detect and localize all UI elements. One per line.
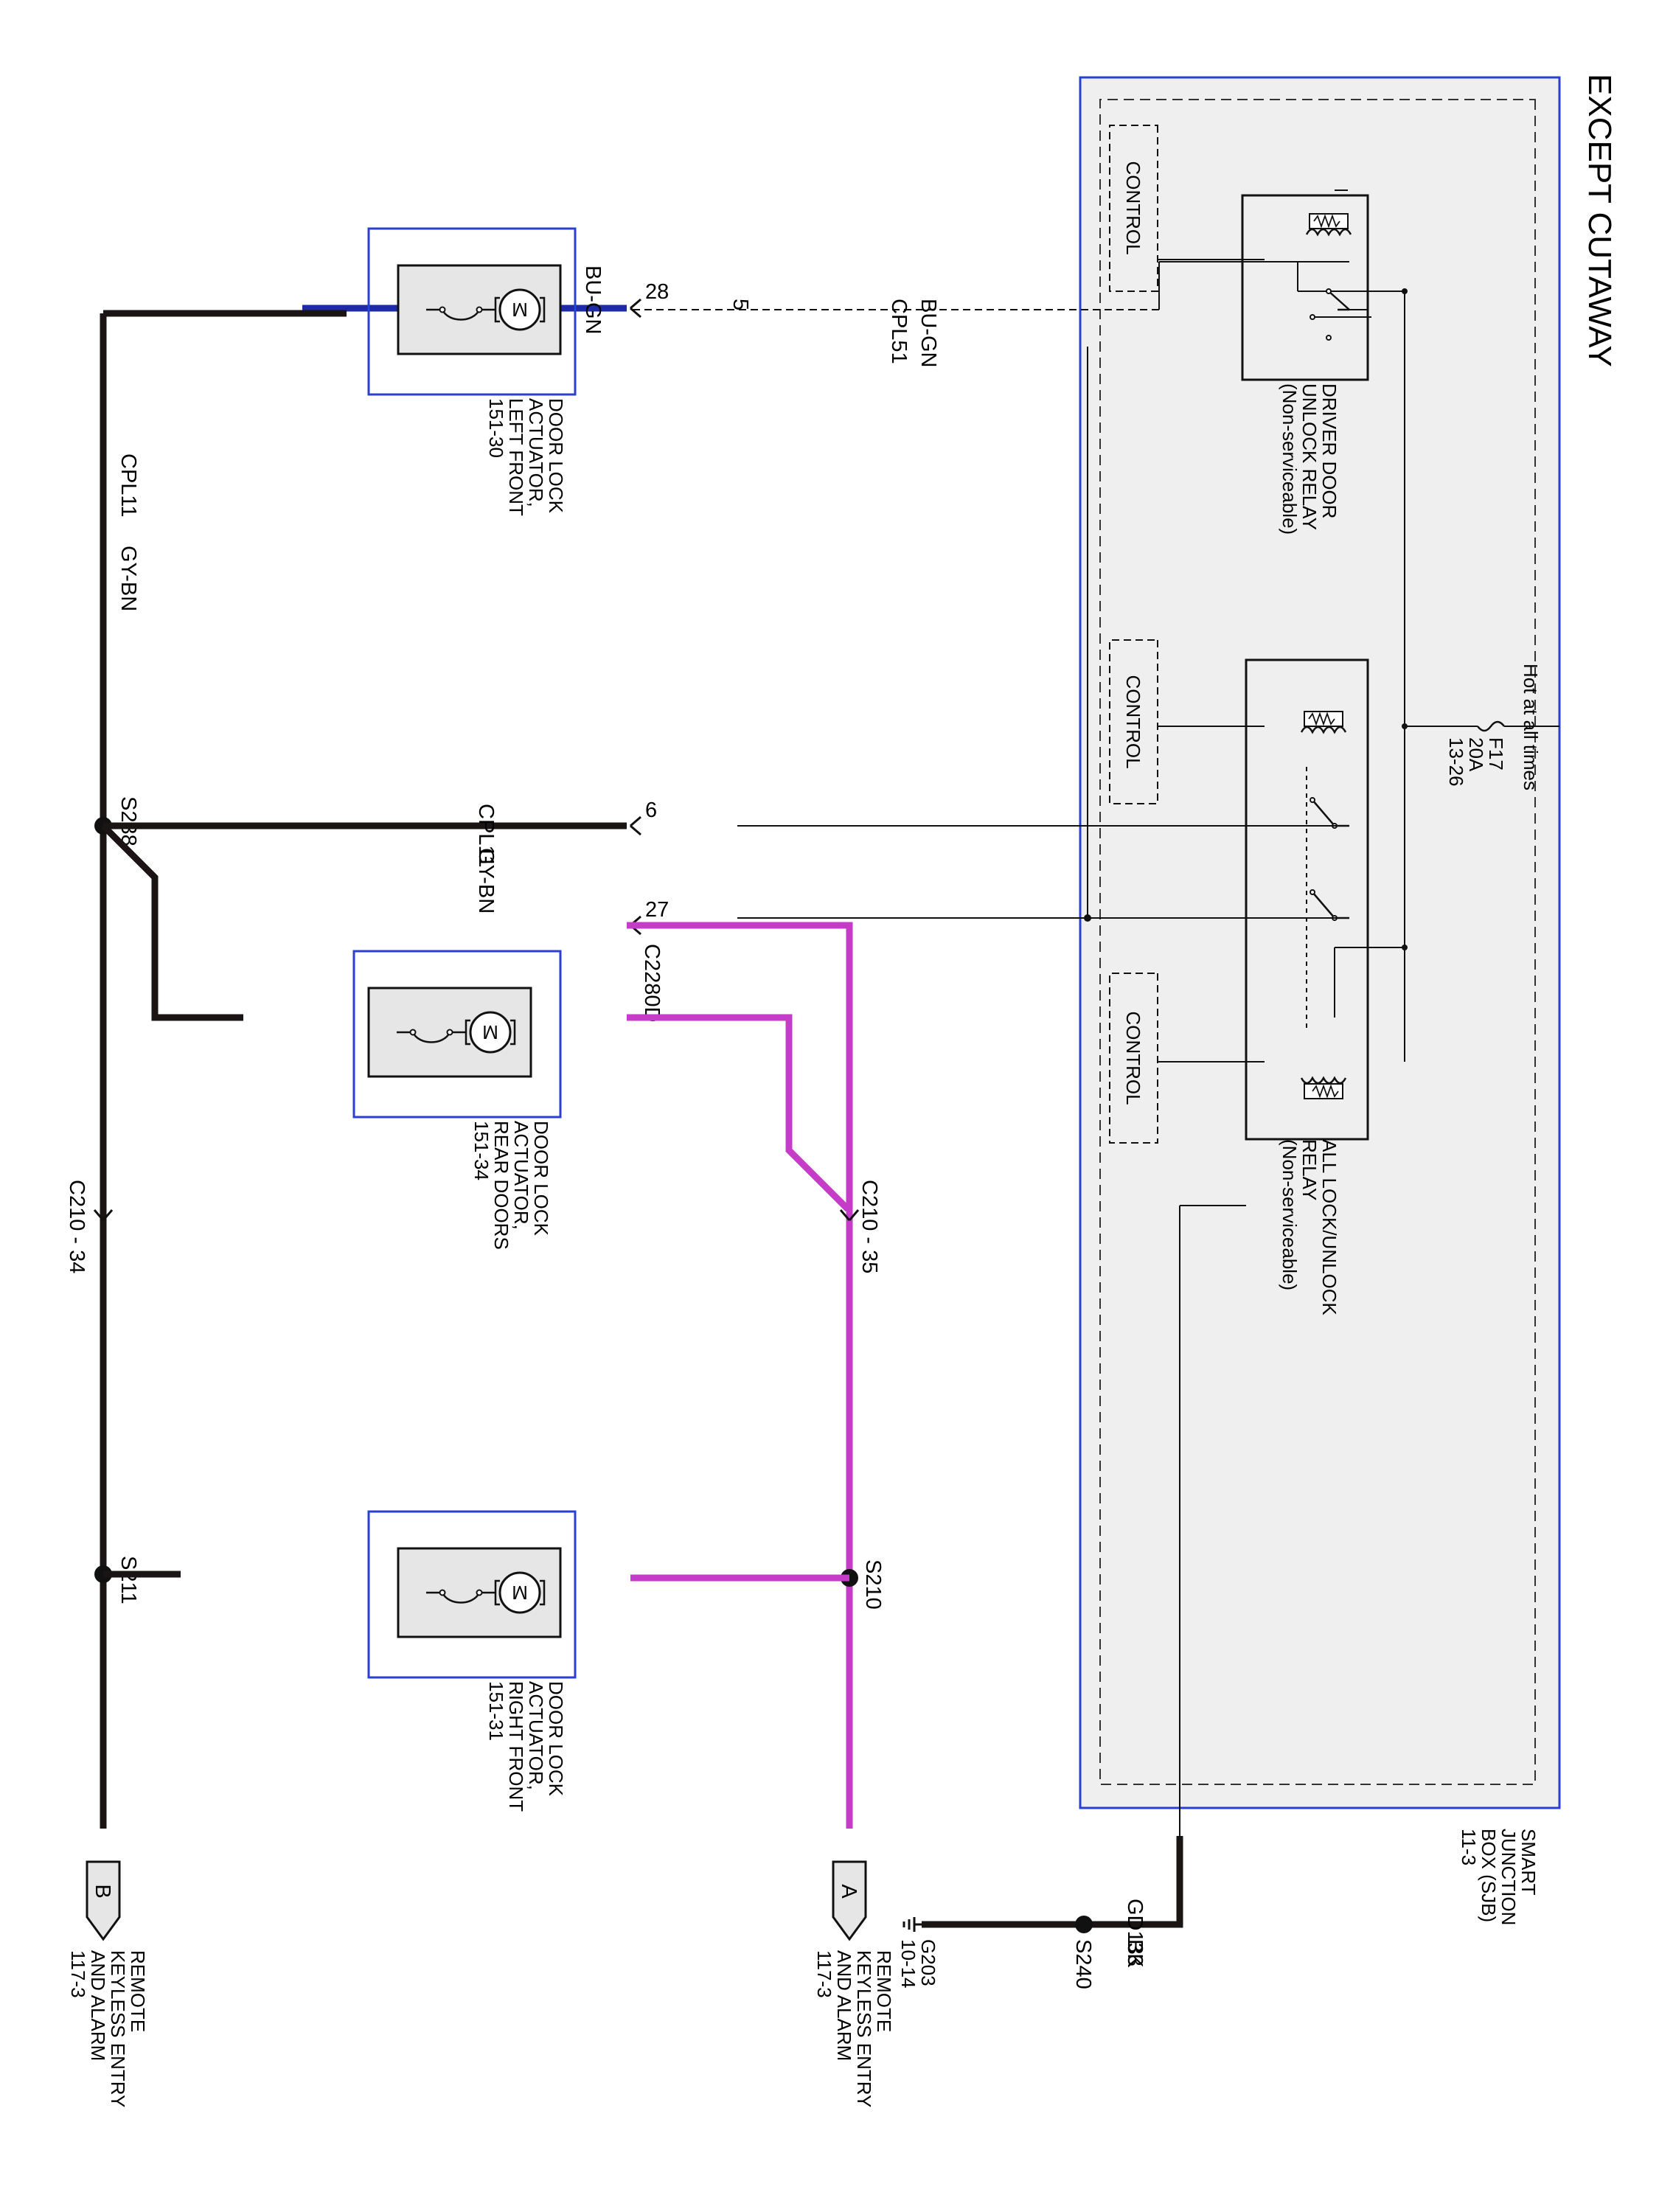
svg-text:KEYLESS ENTRY: KEYLESS ENTRY xyxy=(107,1950,129,2107)
svg-text:A: A xyxy=(837,1884,860,1899)
sjb-label: SMART JUNCTION BOX (SJB) 11-3 xyxy=(1458,1829,1540,1925)
actuator-rear-frame xyxy=(352,950,562,1119)
fuse-f17-label: F17 20A 13-26 xyxy=(1445,737,1507,787)
svg-text:28: 28 xyxy=(645,280,669,304)
svg-text:LEFT FRONT: LEFT FRONT xyxy=(505,398,527,516)
svg-text:F17: F17 xyxy=(1485,737,1507,771)
wire-label-cpl11-bus: CPL11 xyxy=(116,453,140,518)
actuator-rf-label: DOOR LOCK ACTUATOR, RIGHT FRONT 151-31 xyxy=(485,1681,567,1812)
svg-text:REAR DOORS: REAR DOORS xyxy=(490,1121,512,1250)
svg-text:ALL LOCK/UNLOCK: ALL LOCK/UNLOCK xyxy=(1318,1139,1340,1316)
actuator-rf-frame xyxy=(367,1510,577,1679)
wire-labels-top-row: CPL51 BU-GN xyxy=(887,299,940,367)
svg-text:RIGHT FRONT: RIGHT FRONT xyxy=(505,1681,527,1812)
driver-relay-label: DRIVER DOOR UNLOCK RELAY (Non-serviceabl… xyxy=(1279,383,1340,535)
control-label-2: CONTROL xyxy=(1122,675,1144,768)
motor-lf-icon xyxy=(397,264,562,355)
splice-s238-label: S238 xyxy=(116,796,140,846)
wire-cpl11-rear-branch xyxy=(100,823,177,1021)
svg-text:11-3: 11-3 xyxy=(1458,1829,1480,1865)
pin-27: 27 C2280D xyxy=(630,898,669,1022)
pin-6: 6 xyxy=(630,799,657,836)
wire-color-bk-a: BK xyxy=(1123,1939,1147,1968)
wire-label-gd133-a: GD133 xyxy=(1123,1899,1147,1966)
control-label-3: CONTROL xyxy=(1122,1011,1144,1105)
wire-cpl52-sjb xyxy=(627,922,853,1228)
connector-c210-35: C210 - 35 xyxy=(839,1180,881,1273)
wire-color-bu-gn-a: BU-GN xyxy=(581,265,605,334)
control-block-1 xyxy=(1109,125,1158,292)
svg-text:20A: 20A xyxy=(1465,737,1487,772)
svg-text:UNLOCK RELAY: UNLOCK RELAY xyxy=(1298,383,1321,530)
svg-text:DRIVER DOOR: DRIVER DOOR xyxy=(1318,383,1340,518)
splice-s240 xyxy=(1075,1916,1093,1933)
ground-g203-icon xyxy=(902,1917,922,1932)
svg-text:AND ALARM: AND ALARM xyxy=(833,1950,855,2061)
wire-color-gy-bn-main: GY-BN xyxy=(474,848,498,914)
driver-relay-switch-icon xyxy=(1328,291,1350,311)
svg-text:117-3: 117-3 xyxy=(813,1950,835,1998)
wire-cpl52-rear-branch xyxy=(627,1014,851,1212)
fuse-f17-icon xyxy=(1477,720,1505,732)
actuator-rear-label: DOOR LOCK ACTUATOR, REAR DOORS 151-34 xyxy=(470,1121,552,1250)
svg-text:151-31: 151-31 xyxy=(485,1681,507,1741)
offpage-connector-a: A REMOTE KEYLESS ENTRY AND ALARM 117-3 xyxy=(813,1860,895,2107)
svg-text:151-34: 151-34 xyxy=(470,1121,493,1180)
svg-text:ACTUATOR,: ACTUATOR, xyxy=(525,1681,547,1790)
svg-text:RELAY: RELAY xyxy=(1298,1139,1321,1200)
splice-s210-label: S210 xyxy=(861,1559,885,1610)
control-label-1: CONTROL xyxy=(1122,161,1144,254)
svg-text:CPL51: CPL51 xyxy=(887,299,911,364)
svg-text:C210 - 34: C210 - 34 xyxy=(65,1180,88,1273)
sjb-inner-dashed xyxy=(1099,99,1536,1785)
splice-s211-label: S211 xyxy=(116,1556,140,1604)
svg-text:ACTUATOR,: ACTUATOR, xyxy=(510,1121,532,1230)
svg-text:ACTUATOR,: ACTUATOR, xyxy=(525,398,547,507)
svg-text:6: 6 xyxy=(645,799,657,822)
all-relay-label: ALL LOCK/UNLOCK RELAY (Non-serviceable) xyxy=(1279,1139,1340,1316)
all-lock-unlock-relay xyxy=(1245,658,1369,1141)
svg-text:KEYLESS ENTRY: KEYLESS ENTRY xyxy=(853,1950,875,2107)
svg-text:DOOR LOCK: DOOR LOCK xyxy=(545,1681,567,1797)
svg-text:G203: G203 xyxy=(917,1939,939,1986)
ground-g203-label: G203 10-14 xyxy=(897,1939,939,1989)
svg-text:10-14: 10-14 xyxy=(897,1939,919,1989)
svg-text:JUNCTION: JUNCTION xyxy=(1498,1829,1520,1925)
svg-text:BOX (SJB): BOX (SJB) xyxy=(1478,1829,1500,1922)
svg-text:BU-GN: BU-GN xyxy=(917,299,940,367)
connector-c210-34: C210 - 34 xyxy=(65,1180,114,1273)
svg-text:(Non-serviceable): (Non-serviceable) xyxy=(1279,383,1301,535)
sjb-box xyxy=(1079,76,1561,1809)
svg-text:(Non-serviceable): (Non-serviceable) xyxy=(1279,1139,1301,1290)
pin-28: 28 xyxy=(630,280,669,319)
svg-text:B: B xyxy=(91,1884,114,1898)
svg-text:SMART: SMART xyxy=(1517,1829,1540,1896)
control-block-3 xyxy=(1109,973,1158,1144)
actuator-lf-frame xyxy=(367,227,577,396)
wire-color-gy-bn-bus: GY-BN xyxy=(116,546,140,611)
svg-text:REMOTE: REMOTE xyxy=(127,1950,149,2032)
svg-text:13-26: 13-26 xyxy=(1445,737,1467,787)
motor-rear-icon xyxy=(367,987,532,1078)
offpage-connector-b: B REMOTE KEYLESS ENTRY AND ALARM 117-3 xyxy=(67,1860,149,2107)
splice-s240-label: S240 xyxy=(1071,1939,1095,1989)
motor-rf-icon xyxy=(397,1547,562,1638)
svg-text:AND ALARM: AND ALARM xyxy=(87,1950,109,2061)
svg-text:REMOTE: REMOTE xyxy=(873,1950,895,2032)
svg-text:DOOR LOCK: DOOR LOCK xyxy=(545,398,567,514)
actuator-lf-label: DOOR LOCK ACTUATOR, LEFT FRONT 151-30 xyxy=(485,398,567,516)
svg-text:27: 27 xyxy=(645,898,669,922)
svg-text:151-30: 151-30 xyxy=(485,398,507,458)
wire-label-cpl11-main: CPL11 xyxy=(474,804,498,868)
svg-text:DOOR LOCK: DOOR LOCK xyxy=(530,1121,552,1237)
driver-unlock-relay xyxy=(1241,194,1369,381)
wire-gd133 xyxy=(922,1836,1183,1928)
svg-text:C210 - 35: C210 - 35 xyxy=(858,1180,881,1273)
page-title: EXCEPT CUTAWAY xyxy=(1582,74,1618,367)
connector-c2280d-top: C2280D xyxy=(640,944,664,1022)
c265-pin-5: 5 xyxy=(728,299,752,310)
svg-text:117-3: 117-3 xyxy=(67,1950,89,1998)
